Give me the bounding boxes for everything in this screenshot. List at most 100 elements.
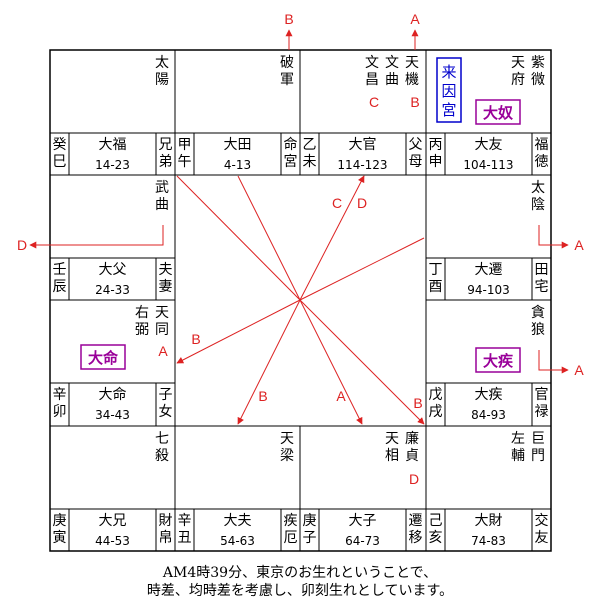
marker-center-b3: B (413, 395, 422, 411)
palace-name-si: 兄 (159, 137, 173, 153)
ziwei-chart: 癸巳兄弟大福14-23太陽甲午命宮大田4-13破軍乙未父母大官114-123天機… (17, 11, 584, 552)
arrow-center-b-south (237, 299, 301, 425)
palace-name-chen: 夫 (159, 262, 173, 278)
star-wei-1: 曲 (385, 72, 399, 88)
age-range-xu: 84-93 (471, 408, 506, 422)
palace-name-shen: 福 (535, 137, 549, 153)
palace-name-xu: 禄 (535, 404, 549, 420)
arrow-right-a2 (538, 350, 569, 374)
arrow-left-d (29, 225, 164, 249)
star-hai-0: 門 (531, 448, 545, 464)
palace-stem-branch-wei: 未 (303, 154, 317, 170)
star-wei-0: 天 (405, 55, 419, 71)
palace-stem-branch-mao: 辛 (53, 387, 67, 403)
palace-stem-branch-si: 癸 (53, 137, 67, 153)
age-range-chou: 54-63 (220, 534, 255, 548)
palace-name-si: 弟 (159, 154, 173, 170)
palace-name-wei: 父 (409, 137, 423, 153)
age-range-si: 14-23 (95, 158, 130, 172)
palace-name-wei: 母 (409, 154, 423, 170)
major-palace-mao: 大命 (99, 386, 127, 403)
laiyin-badge-text: 来因宮 (441, 63, 456, 119)
star-zi-1: 相 (385, 448, 399, 464)
marker-right-a1: A (574, 237, 584, 253)
major-palace-chou: 大夫 (224, 513, 252, 529)
star-wu-0: 軍 (280, 72, 294, 88)
arrow-center-c (299, 175, 365, 301)
palace-stem-branch-xu: 戊 (429, 387, 443, 403)
marker-right-a2: A (574, 362, 584, 378)
star-shen-1: 天 (511, 55, 525, 71)
palace-stem-branch-you: 酉 (429, 279, 443, 295)
major-palace-zi: 大子 (349, 513, 377, 529)
major-palace-shen: 大友 (475, 137, 503, 153)
age-range-shen: 104-113 (463, 158, 513, 172)
palace-stem-branch-chen: 壬 (53, 262, 67, 278)
arrow-center-b-west (176, 299, 301, 364)
danu-badge: 大奴 (475, 99, 521, 125)
arrow-ne-line (299, 237, 425, 301)
palace-name-mao: 女 (159, 403, 173, 420)
palace-stem-branch-wei: 乙 (303, 137, 317, 153)
palace-stem-branch-shen: 申 (429, 154, 443, 170)
star-wu-0: 破 (280, 55, 294, 71)
star-xu-0: 貪 (531, 304, 545, 321)
arrow-wu-line (237, 175, 301, 301)
star-chen-0: 武 (155, 180, 169, 196)
major-palace-you: 大遷 (475, 262, 503, 278)
star-chen-0: 曲 (155, 197, 169, 213)
palace-name-hai: 交 (535, 512, 549, 529)
star-hai-1: 輔 (511, 448, 525, 464)
star-wei-1: 文 (385, 55, 399, 71)
star-zi-1: 天 (385, 431, 399, 447)
palace-name-wu: 宮 (284, 154, 298, 170)
palace-stem-branch-hai: 亥 (429, 530, 443, 546)
star-hai-1: 左 (511, 431, 525, 447)
major-palace-yin: 大兄 (99, 513, 127, 529)
star-zi-0: 廉 (405, 430, 419, 447)
age-range-yin: 44-53 (95, 534, 130, 548)
palace-name-chen: 妻 (159, 279, 173, 295)
palace-name-zi: 移 (409, 530, 423, 546)
marker-center-d: D (357, 195, 367, 211)
daji-badge: 大疾 (475, 347, 521, 373)
palace-stem-branch-zi: 子 (303, 530, 317, 546)
caption-line-2: 時差、均時差を考慮し、卯刻生れとしています。 (146, 583, 454, 599)
palace-name-xu: 官 (535, 387, 549, 403)
palace-name-yin: 帛 (159, 529, 173, 546)
marker-wei-huaji: B (410, 94, 419, 110)
arrow-nw-line (176, 175, 301, 301)
marker-center-a: A (336, 388, 346, 404)
laiyin-badge: 来因宮 (436, 57, 462, 123)
palace-stem-branch-wu: 甲 (178, 137, 192, 153)
star-shen-0: 微 (531, 72, 545, 88)
marker-center-b2: B (258, 388, 267, 404)
palace-stem-branch-you: 丁 (429, 262, 443, 278)
arrow-center-b-se (299, 299, 425, 425)
star-you-0: 太 (531, 180, 545, 196)
marker-wei-huake: C (369, 94, 379, 110)
palace-stem-branch-mao: 卯 (53, 404, 67, 420)
marker-top-b: B (284, 11, 293, 27)
age-range-mao: 34-43 (95, 408, 130, 422)
palace-stem-branch-yin: 寅 (53, 529, 67, 546)
palace-stem-branch-wu: 午 (178, 154, 192, 170)
palace-stem-branch-zi: 庚 (303, 513, 317, 529)
marker-top-a: A (410, 11, 420, 27)
palace-stem-branch-xu: 戌 (429, 404, 443, 420)
palace-name-shen: 徳 (535, 154, 549, 170)
transform-arrows (29, 29, 569, 425)
danu-badge-text: 大奴 (483, 104, 513, 122)
marker-center-c: C (332, 195, 342, 211)
badges: 来因宮 大奴 大命 大疾 (80, 57, 521, 373)
red-markers: B A A A D B C D A C D B B A B (17, 11, 584, 487)
star-hai-0: 巨 (531, 431, 545, 447)
major-palace-chen: 大父 (99, 262, 127, 278)
palace-name-you: 宅 (535, 279, 549, 295)
star-wei-2: 昌 (365, 72, 379, 88)
palace-stem-branch-chen: 辰 (53, 279, 67, 295)
palace-stem-branch-chou: 辛 (178, 513, 192, 529)
star-xu-0: 狼 (531, 322, 545, 338)
marker-center-b1: B (191, 331, 200, 347)
major-palace-si: 大福 (99, 137, 127, 153)
